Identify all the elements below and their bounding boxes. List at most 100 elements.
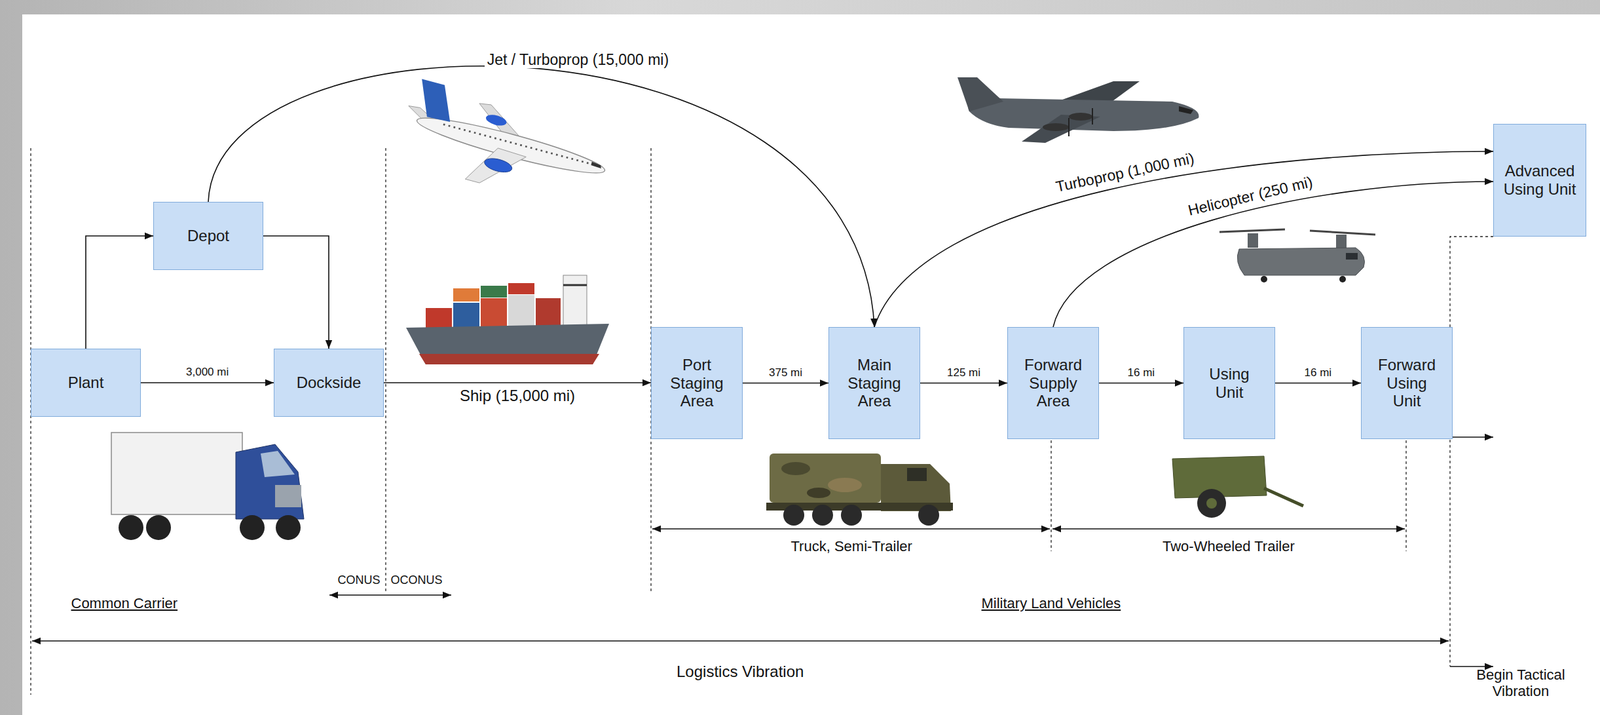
process-box: Main Staging Area: [828, 326, 921, 439]
wing: [465, 142, 526, 193]
flow-arrow: [1098, 382, 1184, 384]
cockpit: [1178, 106, 1194, 114]
process-box: Port Staging Area: [651, 326, 743, 439]
propeller: [1091, 108, 1094, 125]
engine: [1068, 112, 1093, 121]
wheel: [1260, 275, 1268, 283]
wheel: [146, 514, 171, 540]
container: [508, 294, 535, 328]
engine: [484, 112, 508, 128]
tail-fin: [957, 77, 1004, 112]
container: [480, 297, 507, 328]
annotation: Logistics Vibration: [676, 662, 804, 681]
edge-label: Jet / Turboprop (15,000 mi): [484, 51, 672, 69]
container: [425, 307, 452, 328]
wheel: [275, 514, 301, 540]
annotation: OCONUS: [390, 573, 443, 587]
wheel: [918, 504, 940, 526]
exit-arrow: [1450, 436, 1494, 438]
box-text: Plant: [68, 373, 105, 392]
edge-label: 375 mi: [766, 366, 805, 380]
flow-arrow: [383, 381, 652, 384]
edge-label: Ship (15,000 mi): [457, 386, 578, 405]
hub: [1206, 497, 1217, 509]
bridge-windows: [563, 284, 587, 287]
process-box: Plant: [30, 348, 141, 417]
box-text: Port Staging Area: [660, 355, 733, 410]
container: [535, 297, 561, 328]
cockpit: [1345, 252, 1358, 260]
fuselage: [1237, 247, 1365, 276]
helicopter: [1219, 229, 1376, 283]
rotor: [1309, 230, 1376, 235]
process-box: Advanced Using Unit: [1493, 123, 1587, 237]
container: [453, 302, 480, 328]
process-box: Dockside: [273, 348, 384, 417]
process-box: Depot: [153, 201, 264, 270]
range-arrows: [32, 436, 1494, 667]
flow-arrow: [140, 381, 274, 384]
camo: [806, 487, 831, 498]
edge-label: 16 mi: [1302, 366, 1335, 380]
grille: [275, 484, 302, 507]
dashed-line: [30, 148, 31, 695]
wheel: [812, 504, 834, 526]
bridge: [563, 275, 587, 327]
camo: [781, 461, 811, 475]
box-text: Using Unit: [1193, 364, 1266, 401]
annotation: CONUS: [337, 573, 381, 587]
wheel: [1339, 275, 1346, 283]
pylon: [1247, 233, 1259, 248]
cockpit: [590, 161, 602, 169]
flow-arrow: [263, 235, 329, 349]
edge-label: 125 mi: [944, 366, 984, 380]
flow-arrow: [85, 235, 154, 349]
military-truck: [766, 453, 953, 526]
dashed-line: [1405, 440, 1407, 551]
engine: [1042, 123, 1069, 131]
annotation: Begin Tactical Vibration: [1474, 666, 1567, 699]
tongue: [1264, 487, 1304, 506]
box-text: Advanced Using Unit: [1503, 161, 1577, 198]
military-turboprop: [957, 77, 1200, 143]
flow-arrow: [742, 382, 829, 384]
two-wheeled-trailer: [1172, 455, 1304, 518]
dashed-line: [1450, 236, 1494, 667]
container-ship: [406, 275, 610, 365]
cargo-cover: [769, 453, 881, 503]
dashed-line: [385, 148, 386, 593]
range-arrow: [1052, 527, 1405, 530]
dashed-line: [1050, 440, 1052, 551]
edge-label: 3,000 mi: [183, 365, 232, 379]
camo: [827, 477, 862, 492]
wheel: [840, 504, 862, 526]
flow-arrow: [920, 382, 1008, 384]
flow-arrow: [1275, 382, 1361, 384]
annotation: Common Carrier: [71, 594, 179, 612]
wheel: [239, 514, 265, 540]
range-arrow: [652, 527, 1050, 530]
range-arrow: [329, 594, 452, 596]
wheel: [1197, 488, 1227, 518]
tail-fin: [412, 78, 459, 123]
container: [508, 282, 535, 295]
hull: [406, 323, 610, 365]
rotor: [1219, 229, 1285, 232]
jet-airliner: [394, 77, 616, 214]
box-text: Forward Supply Area: [1017, 355, 1090, 410]
trailer: [111, 432, 243, 515]
box-text: Dockside: [296, 373, 362, 392]
flow-arrow: [208, 66, 875, 327]
edge-label: 16 mi: [1125, 366, 1158, 380]
box-text: Depot: [187, 226, 230, 245]
pylon: [1336, 234, 1347, 249]
cab: [235, 444, 304, 519]
flow-arrow: [1053, 181, 1494, 327]
wheel: [783, 504, 805, 526]
dashed-separators: [30, 148, 1494, 695]
propeller: [1068, 117, 1070, 137]
box-text: Main Staging Area: [838, 355, 911, 410]
hull-stripe: [419, 353, 600, 365]
